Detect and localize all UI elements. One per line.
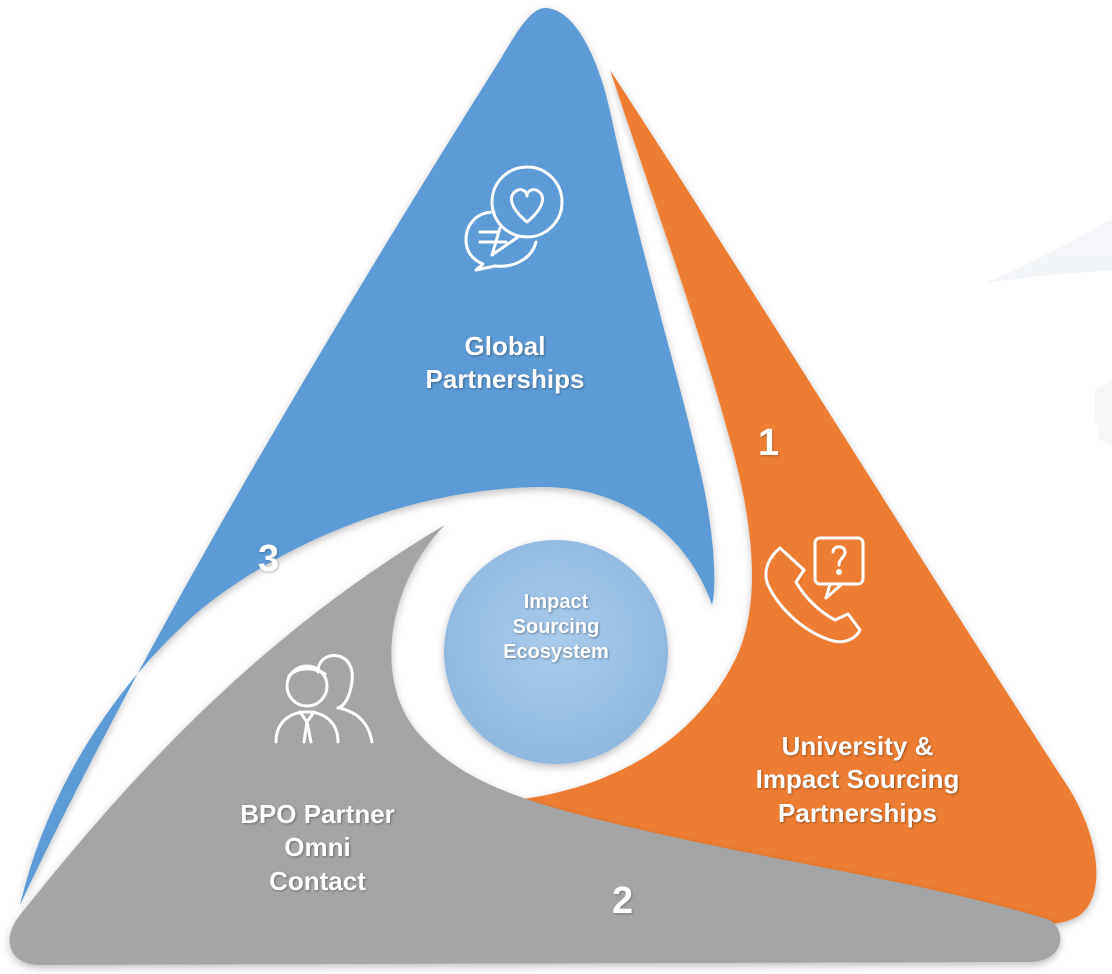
number-3: 3 [258, 538, 280, 580]
center-line-1: Impact [523, 591, 589, 613]
university-line-1: University & [781, 731, 934, 761]
phone-question-icon [764, 536, 865, 644]
bpo-line-1: BPO Partner [240, 799, 395, 829]
center-label: Impact Sourcing Ecosystem [466, 590, 646, 665]
chat-heart-icon [464, 165, 564, 272]
segment-bpo-partner [9, 525, 1061, 965]
global-line-1: Global [464, 331, 546, 361]
segment-global-partnerships [20, 8, 715, 905]
bpo-line-3: Contact [269, 865, 366, 896]
label-bpo-partner: BPO Partner Omni Contact [205, 798, 430, 898]
number-2: 2 [612, 880, 634, 922]
label-global-partnerships: Global Partnerships [395, 330, 615, 397]
global-line-2: Partnerships [425, 364, 585, 395]
center-line-2: Sourcing [512, 616, 600, 638]
university-line-3: Partnerships [778, 797, 937, 828]
university-line-2: Impact Sourcing [755, 764, 960, 795]
number-1: 1 [758, 422, 780, 464]
center-circle [444, 540, 668, 764]
center-line-3: Ecosystem [503, 641, 609, 663]
segment-university-partnerships [515, 70, 1097, 925]
background-decoration [985, 220, 1112, 445]
people-icon [274, 654, 374, 744]
bpo-line-2: Omni [284, 832, 351, 863]
label-university-partnerships: University & Impact Sourcing Partnership… [720, 730, 995, 830]
